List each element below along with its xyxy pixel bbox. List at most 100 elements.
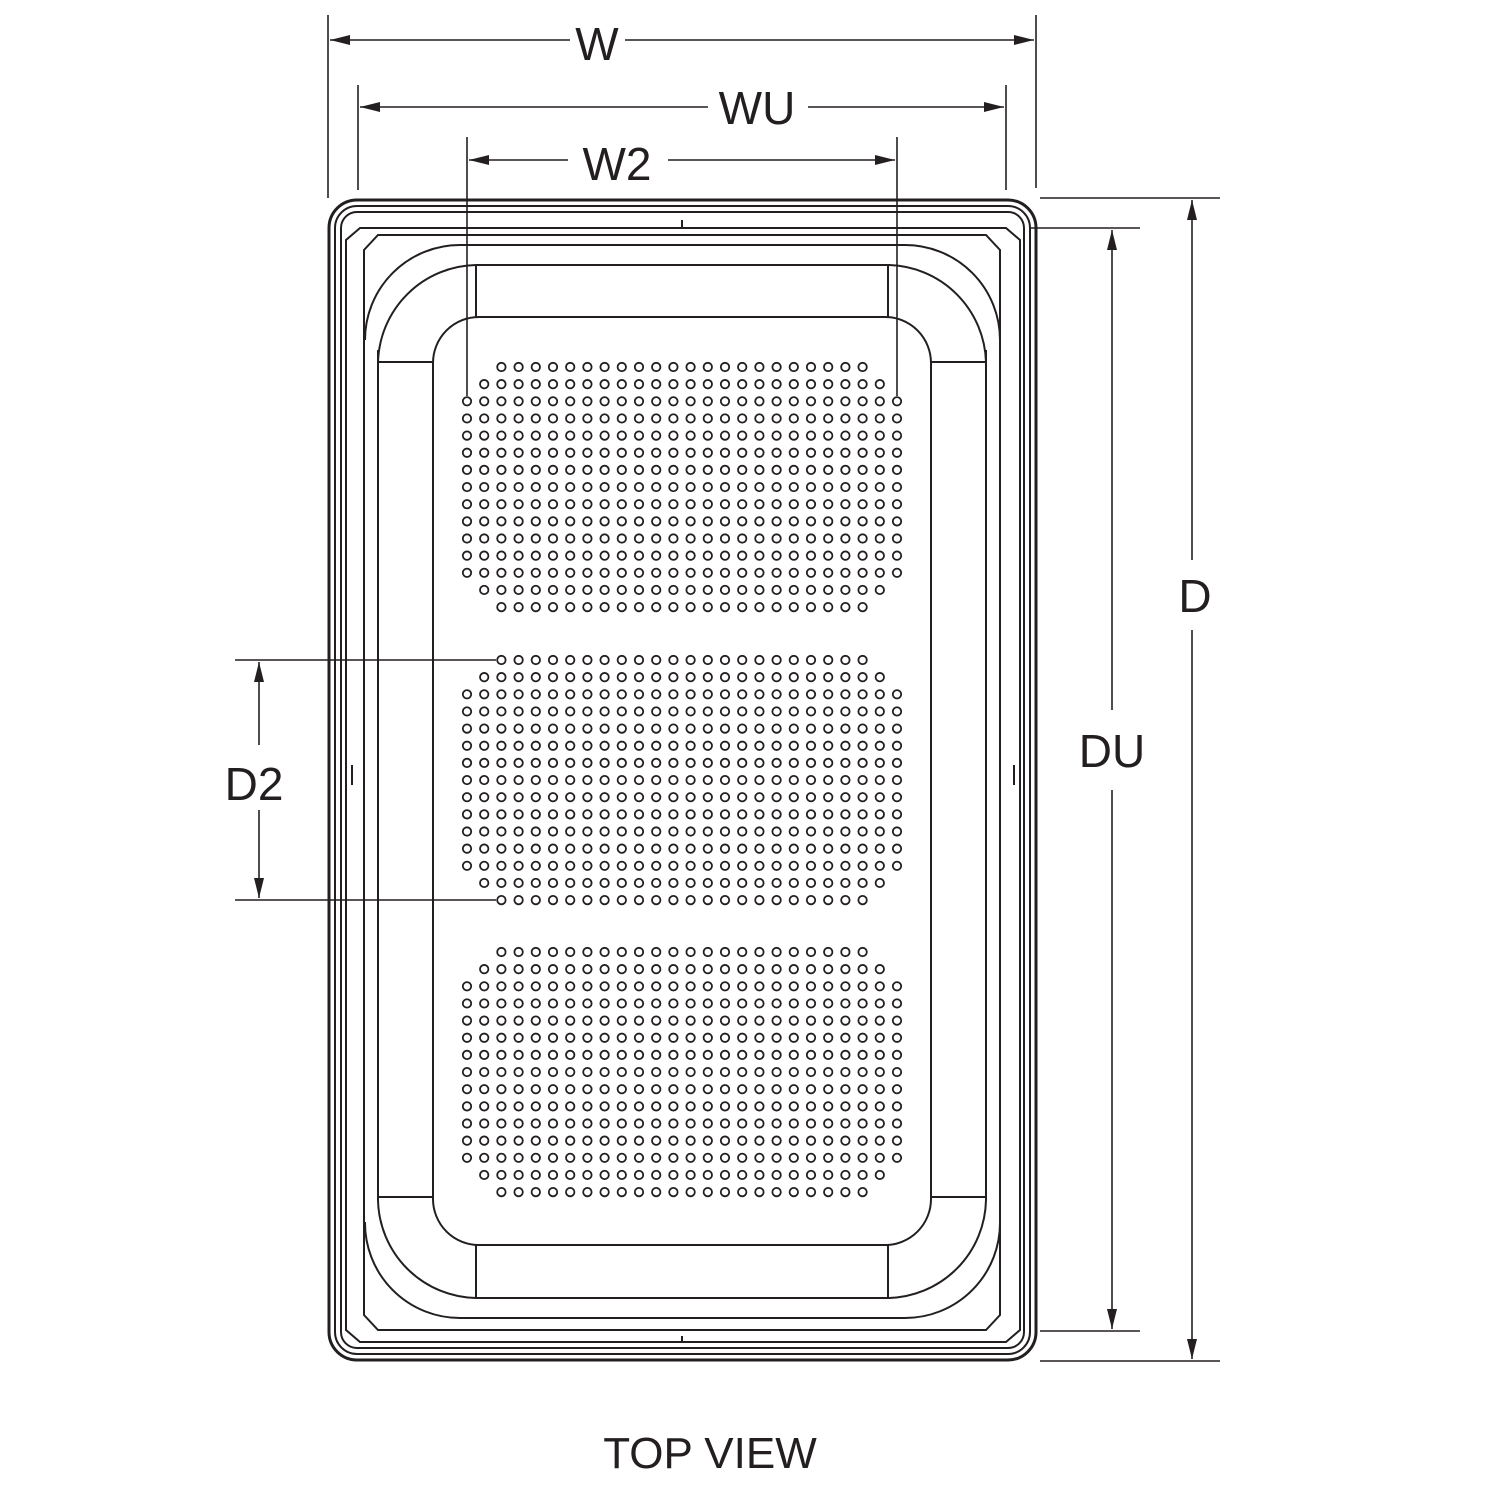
perforation-hole <box>513 981 524 992</box>
perforation-hole <box>754 998 765 1009</box>
perforation-hole <box>496 740 507 751</box>
perforation-hole <box>874 723 885 734</box>
perforation-hole <box>737 706 748 717</box>
perforation-hole <box>737 499 748 510</box>
perforation-hole <box>496 654 507 666</box>
perforation-hole <box>719 1169 731 1181</box>
perforation-hole <box>479 843 490 854</box>
perforation-hole <box>771 1101 782 1112</box>
perforation-hole <box>547 1101 559 1112</box>
perforation-hole <box>840 792 851 803</box>
perforation-hole <box>668 499 679 510</box>
perforation-hole <box>737 1187 748 1198</box>
perforation-hole <box>685 1118 696 1129</box>
perforation-hole <box>651 826 662 837</box>
perforation-hole <box>805 740 817 751</box>
perforation-hole <box>840 361 851 373</box>
perforation-hole <box>668 946 679 958</box>
perforation-hole <box>479 774 490 786</box>
perforation-hole <box>805 998 817 1009</box>
perforation-hole <box>823 516 834 527</box>
perforation-hole <box>565 379 576 390</box>
perforation-hole <box>771 809 782 820</box>
perforation-hole <box>565 843 576 854</box>
perforation-hole <box>840 1135 851 1146</box>
perforation-hole <box>874 499 885 510</box>
perforation-hole <box>530 567 541 578</box>
perforation-hole <box>513 361 524 373</box>
perforation-hole <box>891 757 903 769</box>
perforation-hole <box>874 860 885 871</box>
perforation-hole <box>805 430 817 441</box>
perforation-hole <box>719 361 731 373</box>
perforation-hole <box>582 379 593 390</box>
perforation-hole <box>840 379 851 390</box>
perforation-hole <box>857 981 868 992</box>
perforation-hole <box>513 430 524 441</box>
perforation-hole <box>771 998 782 1009</box>
perforation-hole <box>771 774 782 786</box>
perforation-hole <box>702 1101 713 1112</box>
perforation-hole <box>823 584 834 596</box>
perforation-hole <box>565 877 576 889</box>
perforation-hole <box>805 672 817 683</box>
perforation-hole <box>771 464 782 475</box>
perforation-hole <box>685 361 696 373</box>
perforation-hole <box>479 706 490 717</box>
perforation-hole <box>685 413 696 424</box>
perforation-hole <box>857 396 868 407</box>
perforation-hole <box>461 413 473 424</box>
perforation-hole <box>633 981 645 992</box>
perforation-hole <box>530 1135 541 1146</box>
perforation-hole <box>633 894 645 906</box>
perforation-hole <box>461 516 473 527</box>
perforation-hole <box>496 843 507 854</box>
perforation-hole <box>805 584 817 596</box>
perforation-hole <box>857 1187 868 1198</box>
perforation-hole <box>513 584 524 596</box>
perforation-hole <box>530 1049 541 1061</box>
perforation-hole <box>547 689 559 700</box>
perforation-hole <box>771 361 782 373</box>
perforation-hole <box>616 654 627 666</box>
perforation-hole <box>513 1152 524 1163</box>
perforation-hole <box>616 998 627 1009</box>
perforation-hole <box>599 843 610 854</box>
perforation-hole <box>513 757 524 769</box>
perforation-hole <box>685 860 696 871</box>
perforation-hole <box>599 792 610 803</box>
perforation-hole <box>857 1152 868 1163</box>
perforation-hole <box>530 1152 541 1163</box>
perforation-hole <box>823 1135 834 1146</box>
perforation-hole <box>823 964 834 975</box>
perforation-hole <box>565 706 576 717</box>
perforation-hole <box>633 1084 645 1095</box>
perforation-hole <box>702 774 713 786</box>
perforation-hole <box>565 1169 576 1181</box>
perforation-hole <box>874 672 885 683</box>
perforation-hole <box>737 516 748 527</box>
perforation-hole <box>857 774 868 786</box>
perforation-hole <box>857 1169 868 1181</box>
perforation-hole <box>702 964 713 975</box>
perforation-hole <box>461 1066 473 1078</box>
perforation-hole <box>788 481 799 493</box>
perforation-hole <box>461 998 473 1009</box>
perforation-hole <box>685 481 696 493</box>
perforation-hole <box>668 998 679 1009</box>
perforation-hole <box>857 1084 868 1095</box>
perforation-hole <box>857 499 868 510</box>
perforation-hole <box>513 723 524 734</box>
perforation-hole <box>547 601 559 613</box>
perforation-hole <box>513 946 524 958</box>
perforation-hole <box>530 1066 541 1078</box>
perforation-hole <box>565 740 576 751</box>
perforation-hole <box>616 1135 627 1146</box>
perforation-hole <box>496 516 507 527</box>
perforation-hole <box>651 1152 662 1163</box>
perforation-hole <box>823 413 834 424</box>
perforation-hole <box>857 601 868 613</box>
perforation-hole <box>891 706 903 717</box>
perforation-hole <box>771 792 782 803</box>
perforation-hole <box>496 567 507 578</box>
